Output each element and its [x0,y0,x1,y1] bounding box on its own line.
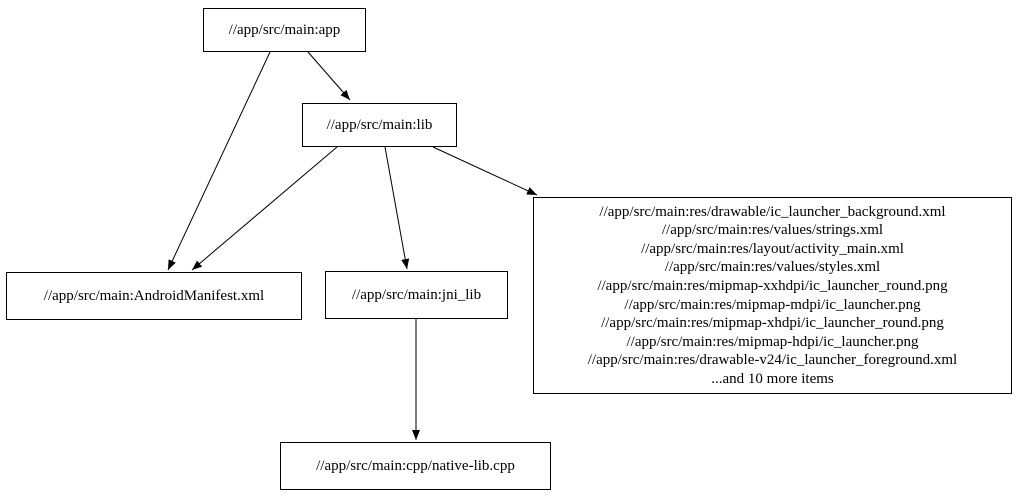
resource-more-items: ...and 10 more items [711,370,834,387]
node-android-manifest-label: //app/src/main:AndroidManifest.xml [43,288,265,304]
resource-line: //app/src/main:res/values/strings.xml [661,222,884,239]
node-app: //app/src/main:app [203,8,366,52]
edge-app-to-manifest [167,51,271,271]
resource-line: //app/src/main:res/layout/activity_main.… [641,240,904,257]
node-jni-lib-label: //app/src/main:jni_lib [351,287,482,303]
resource-line: //app/src/main:res/mipmap-hdpi/ic_launch… [626,333,919,350]
node-android-manifest: //app/src/main:AndroidManifest.xml [6,272,302,320]
node-resources-group: //app/src/main:res/drawable/ic_launcher_… [533,197,1012,394]
resource-line: //app/src/main:res/mipmap-mdpi/ic_launch… [624,296,921,313]
edge-lib-to-manifest [191,146,338,271]
resource-line: //app/src/main:res/mipmap-xhdpi/ic_launc… [601,315,944,332]
edge-lib-to-jni-lib [384,146,410,270]
node-jni-lib: //app/src/main:jni_lib [325,271,508,319]
node-app-label: //app/src/main:app [228,22,341,38]
edge-lib-to-resources [432,146,538,196]
node-lib: //app/src/main:lib [302,103,457,147]
resource-line: //app/src/main:res/drawable/ic_launcher_… [599,203,946,220]
resource-line: //app/src/main:res/mipmap-xxhdpi/ic_laun… [597,277,948,294]
edge-app-to-lib [307,51,351,101]
resource-line: //app/src/main:res/values/styles.xml [664,259,881,276]
node-lib-label: //app/src/main:lib [326,117,433,133]
node-native-lib-cpp-label: //app/src/main:cpp/native-lib.cpp [316,458,515,474]
node-native-lib-cpp: //app/src/main:cpp/native-lib.cpp [280,442,551,490]
resource-line: //app/src/main:res/drawable-v24/ic_launc… [587,352,958,369]
